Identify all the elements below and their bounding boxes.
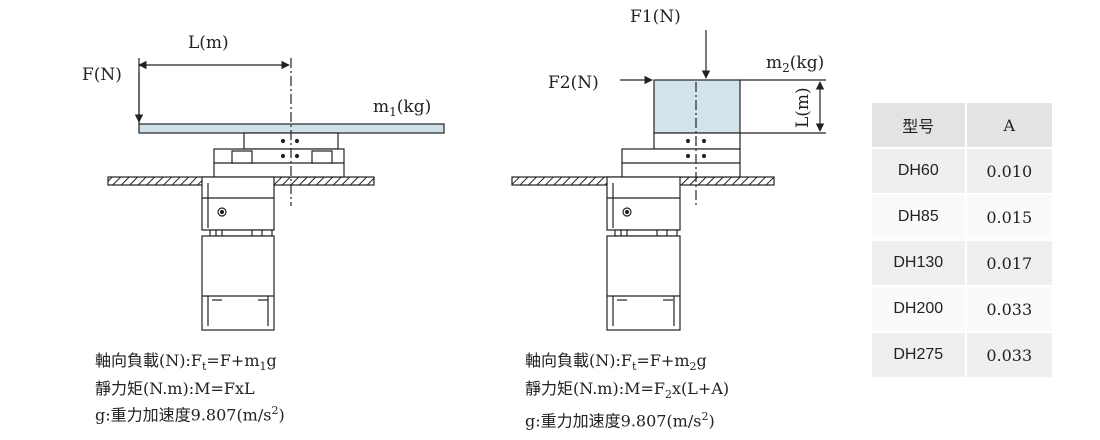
model-cell: DH85 <box>872 193 967 240</box>
a-value-cell: 0.017 <box>965 239 1052 286</box>
right-gravity-note: g:重力加速度9.807(m/s2) <box>525 410 715 431</box>
table-row: DH275 0.033 <box>872 331 1052 377</box>
table-row: DH200 0.033 <box>872 285 1052 332</box>
right-f1-label: F1(N) <box>630 7 681 27</box>
left-moment-formula: 靜力矩(N.m):M=FxL <box>95 379 255 399</box>
header-model: 型号 <box>872 101 967 148</box>
a-value-cell: 0.033 <box>965 331 1052 377</box>
left-formula-block: 軸向負載(N):Ft=F+m1g 靜力矩(N.m):M=FxL g:重力加速度9… <box>95 350 285 427</box>
left-axial-load-formula: 軸向負載(N):Ft=F+m1g <box>95 351 277 374</box>
right-axial-load-formula: 軸向負載(N):Ft=F+m2g <box>525 351 707 374</box>
left-length-label: L(m) <box>188 33 229 53</box>
spec-table-header: 型号 A <box>872 101 1052 148</box>
right-motor-housing <box>606 176 681 231</box>
right-load-block <box>653 79 741 134</box>
a-value-cell: 0.010 <box>965 147 1052 194</box>
left-gravity-note: g:重力加速度9.807(m/s2) <box>95 404 285 425</box>
table-row: DH60 0.010 <box>872 147 1052 194</box>
left-motor <box>201 235 275 331</box>
table-row: DH130 0.017 <box>872 239 1052 286</box>
left-encoder-icon <box>217 207 227 217</box>
model-cell: DH275 <box>872 331 967 377</box>
right-diagram <box>511 30 826 331</box>
right-moment-formula: 靜力矩(N.m):M=F2x(L+A) <box>525 379 730 402</box>
left-mass-label: m1(kg) <box>373 97 431 119</box>
right-encoder-icon <box>622 207 632 217</box>
right-formula-block: 軸向負載(N):Ft=F+m2g 靜力矩(N.m):M=F2x(L+A) g:重… <box>525 350 729 433</box>
right-mass-label: m2(kg) <box>766 53 824 75</box>
model-cell: DH130 <box>872 239 967 286</box>
left-force-label: F(N) <box>82 65 122 85</box>
right-length-label: L(m) <box>793 87 813 128</box>
right-f2-label: F2(N) <box>548 73 599 93</box>
a-value-cell: 0.015 <box>965 193 1052 240</box>
a-value-cell: 0.033 <box>965 285 1052 332</box>
model-cell: DH200 <box>872 285 967 332</box>
table-row: DH85 0.015 <box>872 193 1052 240</box>
spec-table: 型号 A DH60 0.010 DH85 0.015 DH130 0.017 D… <box>872 101 1052 377</box>
right-motor <box>606 235 681 331</box>
left-motor-housing <box>201 176 275 231</box>
right-flange <box>653 132 741 150</box>
model-cell: DH60 <box>872 147 967 194</box>
header-a: A <box>965 101 1052 148</box>
left-diagram <box>107 58 445 331</box>
